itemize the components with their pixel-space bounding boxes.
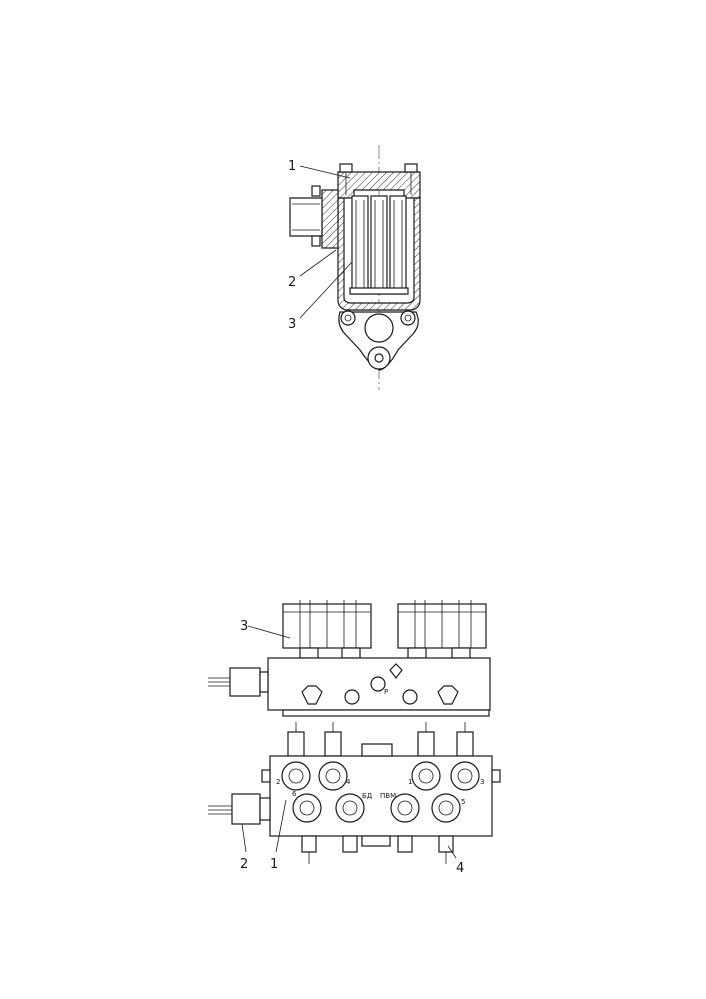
callout-1: 1 — [288, 159, 296, 174]
side-elevation: P 3 — [208, 600, 491, 717]
port-num: 6 — [292, 790, 297, 798]
port-num: 4 — [346, 778, 351, 786]
port-num: 3 — [480, 778, 484, 786]
bolt — [404, 163, 418, 173]
sensor — [229, 667, 261, 697]
mark-pvm: ПВМ — [380, 792, 396, 800]
solenoid-right — [397, 600, 487, 649]
callout-3: 3 — [288, 317, 296, 332]
top-fittings — [287, 722, 474, 757]
plan-view: 2 4 1 3 6 5 БД ПВМ 2 1 4 — [208, 722, 501, 876]
port-num: 1 — [408, 778, 412, 786]
solenoid-left — [282, 600, 372, 649]
flange — [321, 189, 339, 249]
port-num: 5 — [461, 798, 465, 806]
callout-2: 2 — [288, 275, 296, 290]
outlet-port — [364, 313, 394, 343]
sectional-view: 1 2 3 — [288, 145, 421, 390]
callout-3b: 3 — [240, 619, 248, 634]
callout-4: 4 — [456, 861, 464, 876]
port-p-label: P — [384, 688, 388, 696]
callout-2b: 2 — [240, 857, 248, 872]
sensor-plan — [231, 793, 261, 825]
housing — [331, 197, 421, 311]
mark-bd: БД — [362, 792, 373, 800]
port-num: 2 — [276, 778, 280, 786]
filter-cartridges — [349, 195, 409, 295]
callout-1b: 1 — [270, 857, 278, 872]
bolt — [339, 163, 353, 173]
inlet-pipe — [289, 197, 323, 237]
